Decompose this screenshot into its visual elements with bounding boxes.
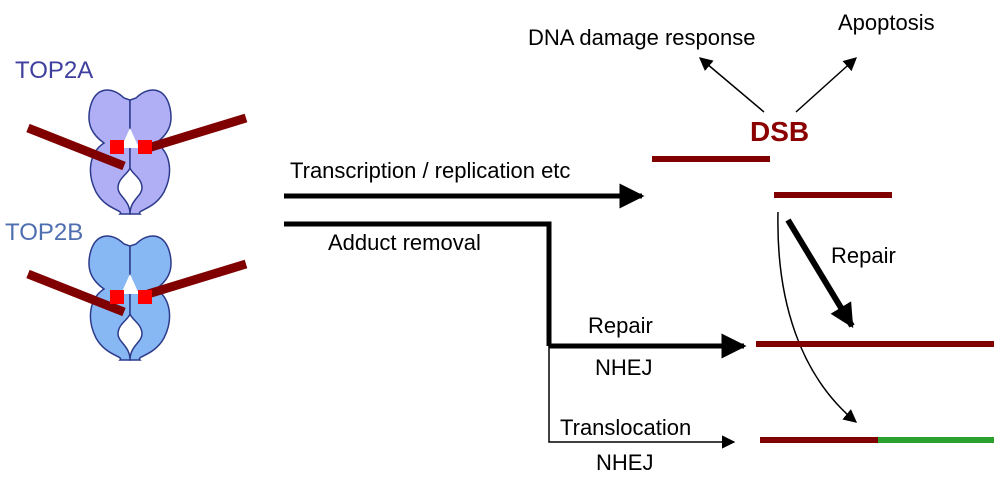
top2a-enzyme: [88, 89, 172, 215]
top2a-label: TOP2A: [15, 57, 93, 84]
translocation-curve-arrow: [777, 211, 858, 423]
dsb-label: DSB: [750, 116, 809, 147]
top2b-adduct-right: [138, 290, 152, 304]
transcription-replication-label: Transcription / replication etc: [290, 158, 570, 183]
translocation-label: Translocation: [560, 415, 691, 440]
repair-nhej-label: Repair: [588, 313, 653, 338]
dna-damage-response-label: DNA damage response: [528, 25, 755, 50]
nhej-label-1: NHEJ: [595, 355, 652, 380]
repair-arrow: [785, 218, 855, 329]
top2b-enzyme: [88, 235, 172, 361]
nhej-label-2: NHEJ: [596, 450, 653, 475]
translocation-path: [548, 346, 736, 449]
top2b-adduct-left: [110, 290, 124, 304]
top2b-label: TOP2B: [5, 219, 83, 246]
top2a-dna-right: [146, 113, 248, 153]
adduct-removal-path: [284, 221, 552, 346]
top2b-dna-right: [146, 259, 248, 299]
top2a-dna-left: [26, 123, 126, 171]
top2b-dna-left: [26, 269, 126, 317]
adduct-removal-label: Adduct removal: [328, 230, 481, 255]
top2a-adduct-left: [110, 140, 124, 154]
dna-damage-response-arrow: [698, 57, 765, 113]
top2a-adduct-right: [138, 140, 152, 154]
apoptosis-arrow: [795, 57, 858, 113]
apoptosis-label: Apoptosis: [838, 10, 935, 35]
repair-dsb-label: Repair: [831, 243, 896, 268]
